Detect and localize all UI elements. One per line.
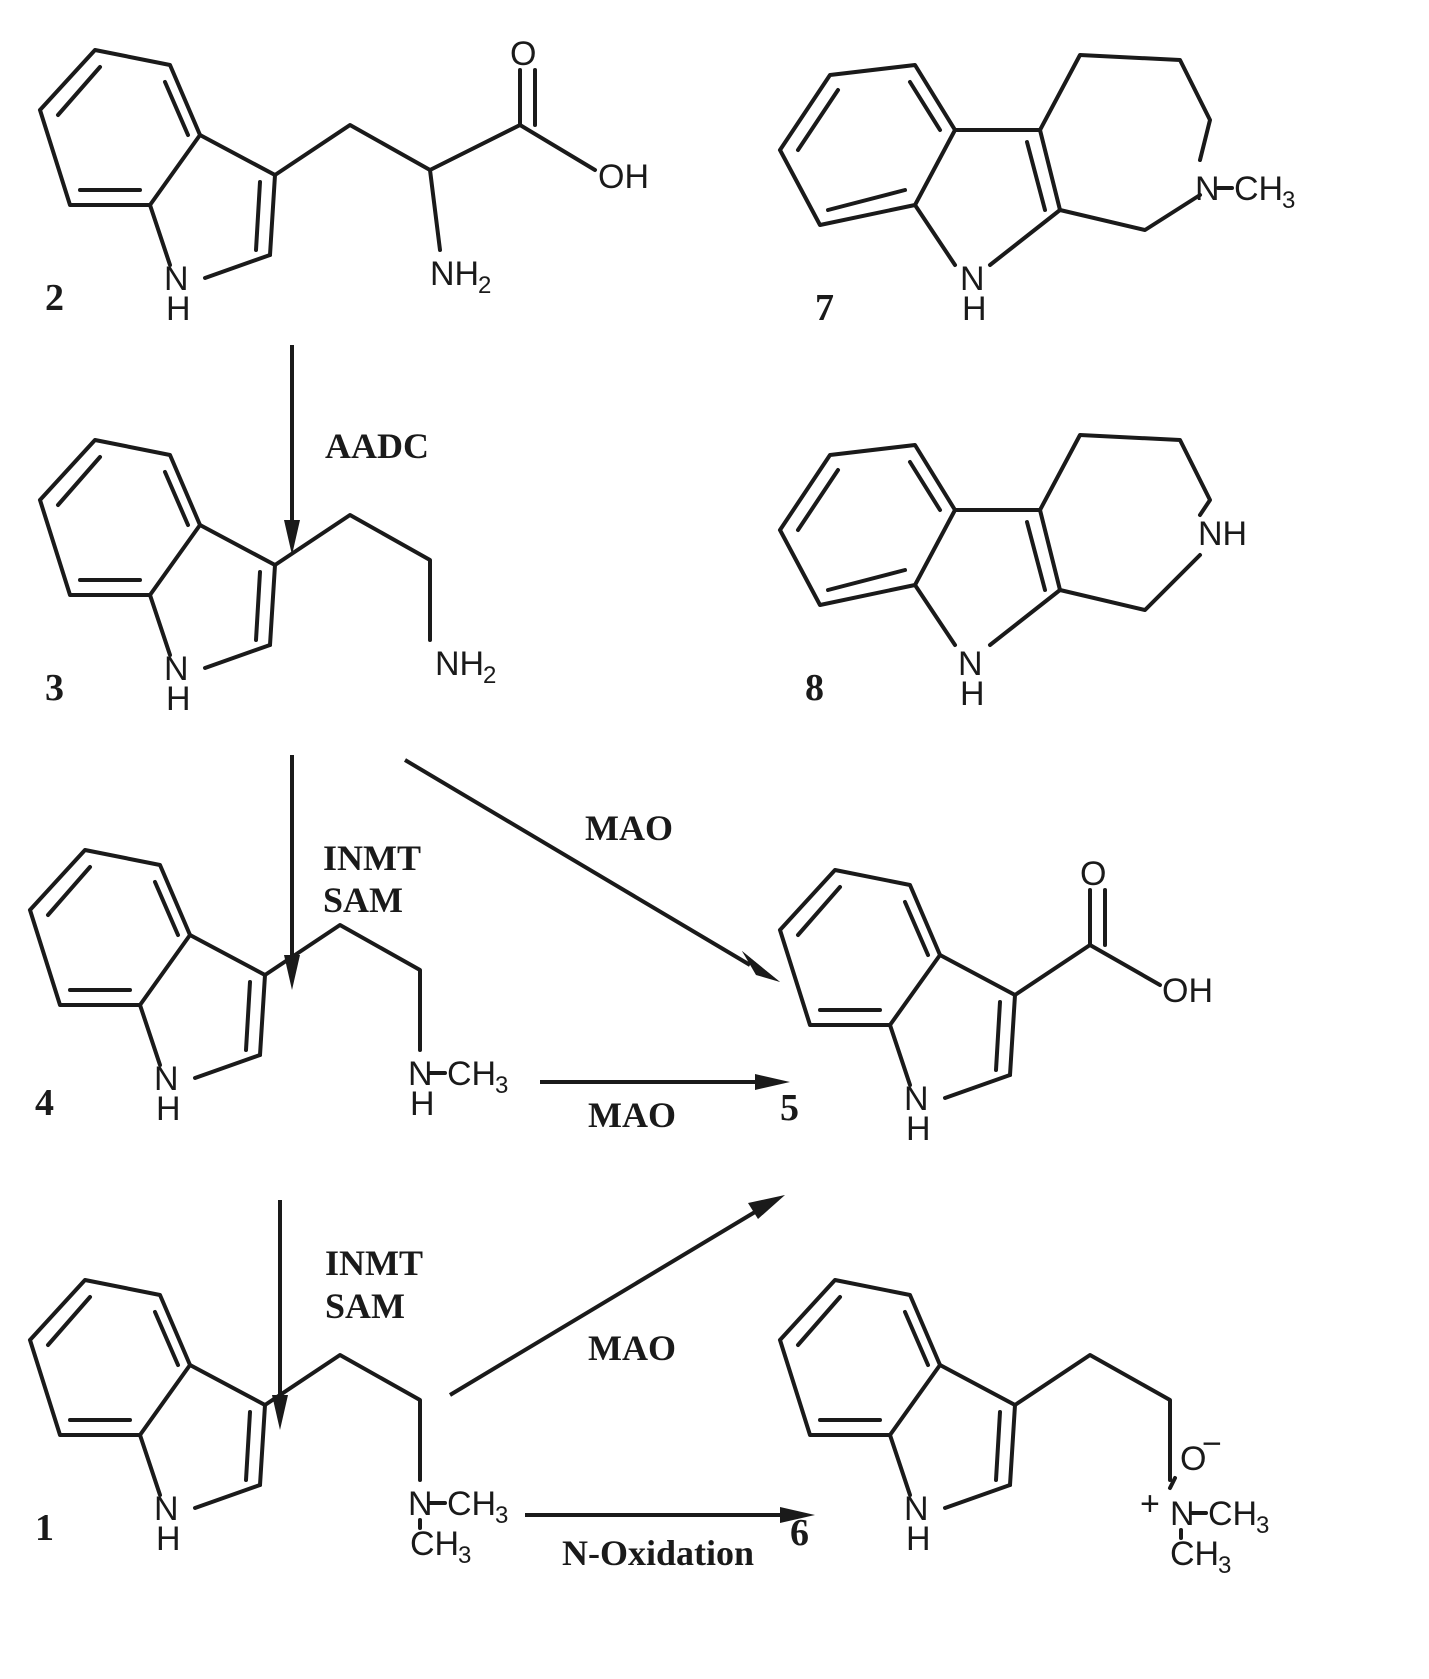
indole-h-label: H — [156, 1090, 181, 1128]
indole-h-label: H — [906, 1520, 931, 1558]
arrow-4-to-1 — [272, 1200, 288, 1430]
oxide-o-label: O — [1180, 1440, 1206, 1478]
ring-n-label: N — [1195, 170, 1220, 208]
enzyme-inmt-label-1: INMT — [323, 838, 421, 878]
oxide-minus: − — [1202, 1425, 1222, 1463]
indole-h-label: H — [962, 290, 987, 328]
methyl-a-subscript: 3 — [1256, 1512, 1269, 1539]
compound-1: N CH 3 CH 3 N H 1 — [28, 1278, 508, 1569]
arrow-4-to-5 — [540, 1074, 790, 1090]
indole-n-label: N — [904, 1080, 929, 1118]
compound-3: NH 2 N H 3 — [38, 438, 496, 718]
indole-n-label: N — [154, 1490, 179, 1528]
amine-subscript: 2 — [483, 662, 496, 689]
compound-number-5: 5 — [780, 1087, 799, 1129]
enzyme-mao-label-1: MAO — [585, 808, 673, 848]
methyl-label: CH — [1234, 170, 1283, 208]
arrow-1-to-5 — [448, 1195, 785, 1397]
indole-n-label: N — [154, 1060, 179, 1098]
indole-h-label: H — [156, 1520, 181, 1558]
indole-h-label: H — [166, 290, 191, 328]
amine-h-label: H — [410, 1085, 435, 1123]
compound-4: N CH 3 H N H 4 — [28, 848, 508, 1128]
compound-number-6: 6 — [790, 1512, 809, 1554]
compound-number-1: 1 — [35, 1507, 54, 1549]
compound-7: N CH 3 N H 7 — [778, 53, 1295, 329]
enzyme-inmt-label-2: INMT — [325, 1243, 423, 1283]
compound-2: O OH NH 2 N H 2 — [38, 35, 649, 328]
compound-number-4: 4 — [35, 1082, 54, 1124]
hydroxyl-label: OH — [598, 158, 649, 196]
methyl-b-label: CH — [1170, 1535, 1219, 1573]
compound-number-3: 3 — [45, 667, 64, 709]
compound-number-2: 2 — [45, 277, 64, 319]
amine-label: NH — [430, 255, 479, 293]
arrow-1-to-6 — [525, 1507, 815, 1523]
compound-number-7: 7 — [815, 287, 834, 329]
amine-subscript: 2 — [478, 272, 491, 299]
cofactor-sam-label-2: SAM — [325, 1286, 405, 1326]
methyl-a-label: CH — [447, 1485, 496, 1523]
indole-n-label: N — [164, 260, 189, 298]
compound-5: O OH N H 5 — [778, 855, 1213, 1148]
arrow-3-to-4 — [284, 755, 300, 990]
amine-label: NH — [435, 645, 484, 683]
oxygen-label: O — [1080, 855, 1106, 893]
methyl-a-label: CH — [1208, 1495, 1257, 1533]
indole-n-label: N — [960, 260, 985, 298]
compound-number-8: 8 — [805, 667, 824, 709]
cofactor-sam-label-1: SAM — [323, 880, 403, 920]
methyl-b-label: CH — [410, 1525, 459, 1563]
oxygen-label: O — [510, 35, 536, 73]
oxide-plus: + — [1140, 1485, 1160, 1523]
indole-h-label: H — [906, 1110, 931, 1148]
methyl-b-subscript: 3 — [1218, 1552, 1231, 1579]
ring-nh-label: NH — [1198, 515, 1247, 553]
enzyme-mao-label-3: MAO — [588, 1328, 676, 1368]
indole-n-label: N — [958, 645, 983, 683]
indole-h-label: H — [960, 675, 985, 713]
compound-6: O − + N CH 3 CH 3 N H 6 — [778, 1278, 1269, 1579]
enzyme-mao-label-2: MAO — [588, 1095, 676, 1135]
methyl-label: CH — [447, 1055, 496, 1093]
indole-n-label: N — [904, 1490, 929, 1528]
methyl-b-subscript: 3 — [458, 1542, 471, 1569]
methyl-subscript: 3 — [1282, 187, 1295, 214]
hydroxyl-label: OH — [1162, 972, 1213, 1010]
enzyme-aadc-label: AADC — [325, 426, 429, 466]
compound-8: NH N H 8 — [778, 433, 1247, 713]
arrow-2-to-3 — [284, 345, 300, 555]
arrow-3-to-5 — [403, 758, 780, 982]
indole-h-label: H — [166, 680, 191, 718]
indole-n-label: N — [164, 650, 189, 688]
n-oxidation-label: N-Oxidation — [562, 1533, 754, 1573]
methyl-a-subscript: 3 — [495, 1502, 508, 1529]
methyl-subscript: 3 — [495, 1072, 508, 1099]
